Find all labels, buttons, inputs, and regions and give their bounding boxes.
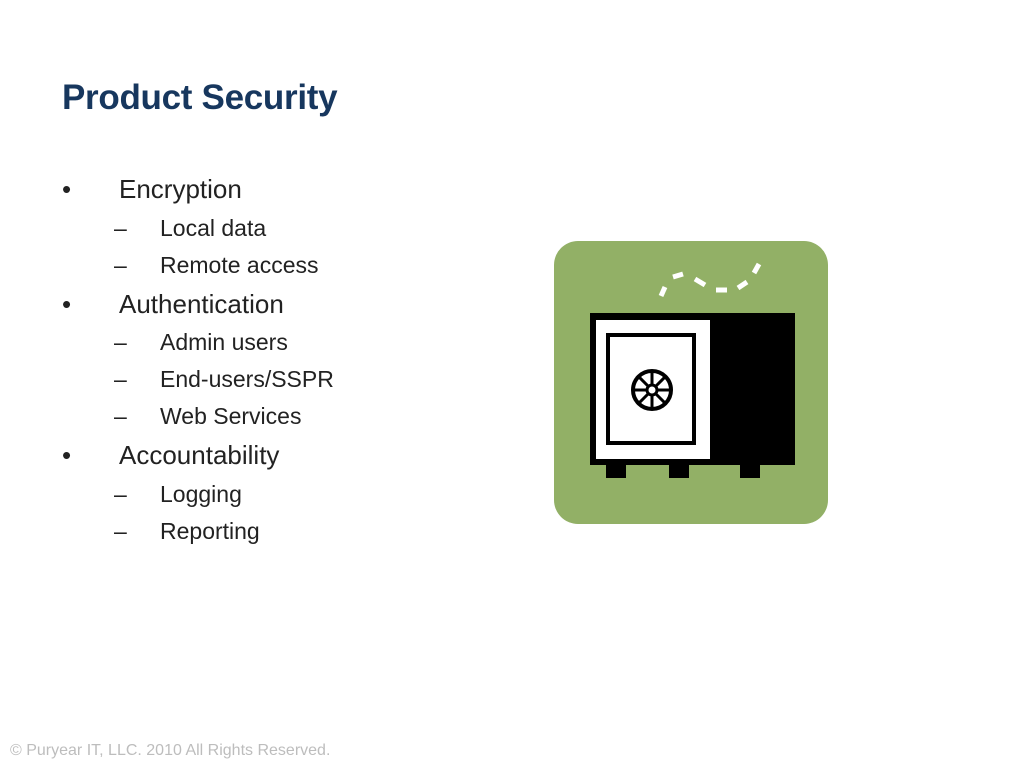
sub-bullet-label: Remote access <box>160 252 319 278</box>
sub-bullet-marker: – <box>114 366 127 392</box>
sub-bullet-marker: – <box>114 481 127 507</box>
sub-bullet-label: Reporting <box>160 518 260 544</box>
bullet-label: Authentication <box>119 289 284 319</box>
slide-title: Product Security <box>62 78 338 117</box>
sub-bullet-label: End-users/SSPR <box>160 366 334 392</box>
bullet-marker: • <box>62 440 72 470</box>
sub-bullet-label: Web Services <box>160 403 302 429</box>
sub-bullet-label: Local data <box>160 215 267 241</box>
sub-bullet-marker: – <box>114 329 127 355</box>
sub-bullet-marker: – <box>114 403 127 429</box>
copyright-footer: © Puryear IT, LLC. 2010 All Rights Reser… <box>10 742 331 759</box>
bullet-marker: • <box>62 174 72 204</box>
sub-bullet-label: Logging <box>160 481 242 507</box>
sub-bullet-label: Admin users <box>160 329 288 355</box>
safe-icon <box>554 241 828 524</box>
bullet-marker: • <box>62 289 72 319</box>
sub-bullet-marker: – <box>114 252 127 278</box>
bullet-label: Accountability <box>119 440 280 470</box>
bullet-label: Encryption <box>119 174 242 204</box>
sub-bullet-marker: – <box>114 215 127 241</box>
bullet-list: • Encryption – Local data – Remote acces… <box>0 0 520 600</box>
sub-bullet-marker: – <box>114 518 127 544</box>
